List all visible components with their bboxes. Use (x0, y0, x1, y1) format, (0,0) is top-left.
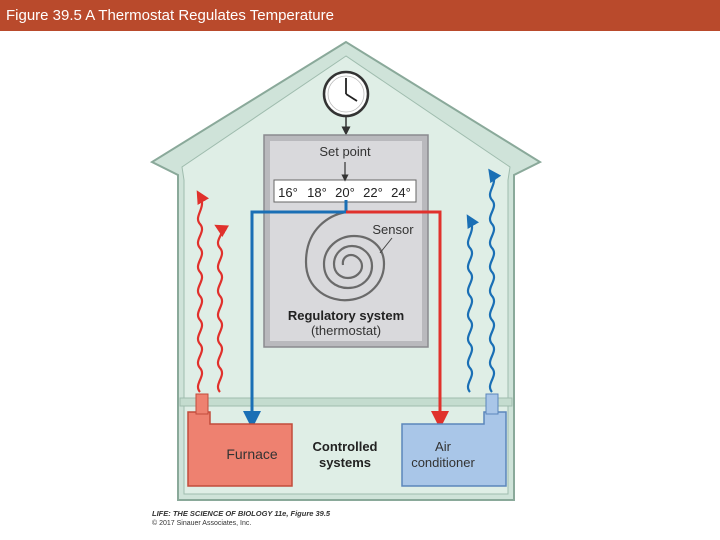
furnace-signal-arrow (243, 200, 348, 429)
credit-line-1: LIFE: THE SCIENCE OF BIOLOGY 11e, Figure… (152, 509, 331, 518)
set-point-label: Set point (319, 144, 371, 159)
title-bar: Figure 39.5 A Thermostat Regulates Tempe… (0, 0, 720, 31)
controlled-systems-line2: systems (319, 455, 371, 470)
ac-label-line1: Air (435, 439, 452, 454)
scale-tick-24: 24° (391, 185, 411, 200)
slide-title: Figure 39.5 A Thermostat Regulates Tempe… (6, 7, 334, 24)
controlled-systems-line1: Controlled (313, 439, 378, 454)
furnace-label: Furnace (226, 446, 278, 462)
sensor-coil-icon (304, 210, 393, 302)
scale-tick-20: 20° (335, 185, 355, 200)
ac-unit (401, 393, 507, 487)
ac-label-line2: conditioner (411, 455, 475, 470)
scale-tick-16: 16° (278, 185, 298, 200)
furnace-unit (187, 393, 293, 487)
thermostat-box (263, 134, 429, 348)
cool-wave-arrows (466, 168, 502, 393)
regulatory-system-title: Regulatory system (288, 308, 404, 323)
ac-signal-arrow (346, 210, 449, 429)
sensor-label: Sensor (372, 222, 414, 237)
floor-shelf (179, 397, 513, 407)
scale-tick-18: 18° (307, 185, 327, 200)
credit-line-2: © 2017 Sinauer Associates, Inc. (152, 520, 252, 527)
scale-tick-22: 22° (363, 185, 383, 200)
heat-wave-arrows (196, 190, 230, 393)
thermostat-subtitle: (thermostat) (311, 323, 381, 338)
clock-icon (322, 70, 370, 136)
